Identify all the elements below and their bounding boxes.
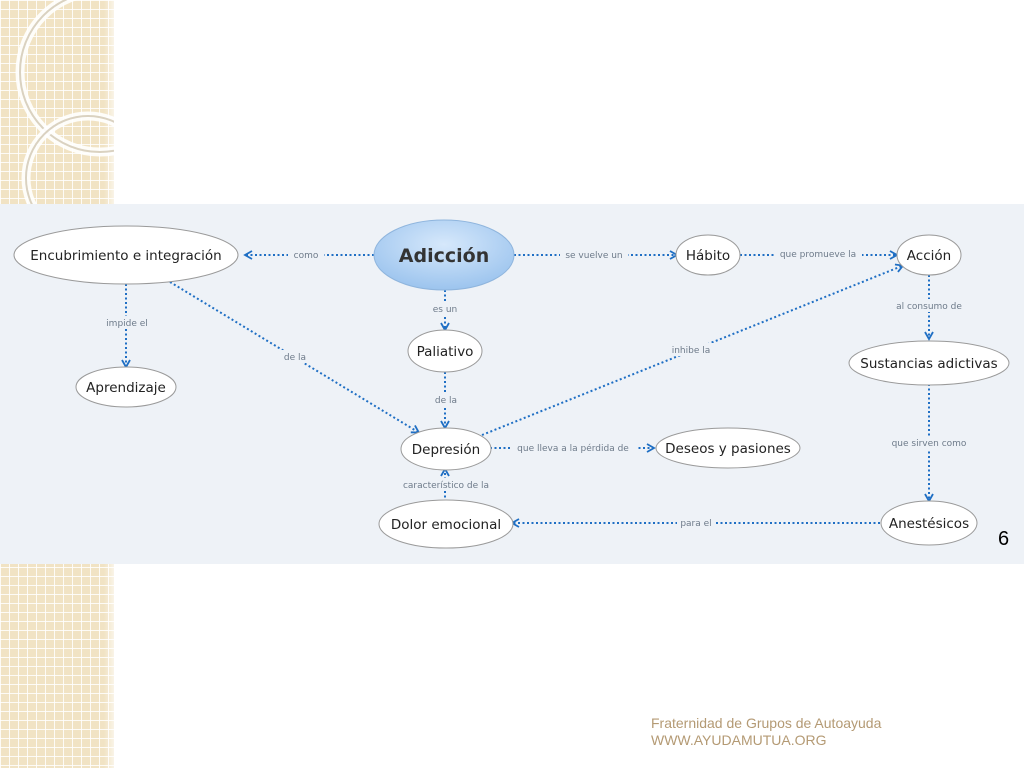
node-accion[interactable]: Acción <box>896 234 962 276</box>
footer: Fraternidad de Grupos de Autoayuda WWW.A… <box>651 715 881 749</box>
node-deseos-label: Deseos y pasiones <box>665 441 791 457</box>
link-label-es-un: es un <box>433 305 458 315</box>
node-encubrimiento[interactable]: Encubrimiento e integración <box>13 225 239 285</box>
link-label-de-la-2: de la <box>435 396 457 406</box>
node-adiccion[interactable]: Adicción <box>373 219 515 291</box>
link-label-para-el: para el <box>680 519 711 529</box>
node-adiccion-label: Adicción <box>399 245 489 267</box>
node-aprendizaje[interactable]: Aprendizaje <box>75 366 177 408</box>
link-label-al-consumo-de: al consumo de <box>896 302 962 312</box>
node-habito[interactable]: Hábito <box>675 234 741 276</box>
decorative-rings <box>15 0 114 210</box>
node-habito-label: Hábito <box>686 248 730 264</box>
link-label-que-sirven-como: que sirven como <box>892 439 967 449</box>
link-label-como: como <box>294 251 319 261</box>
node-anestesicos[interactable]: Anestésicos <box>880 500 978 546</box>
node-encubrimiento-label: Encubrimiento e integración <box>30 248 221 264</box>
link-label-caracteristico: característico de la <box>403 481 489 491</box>
node-deseos[interactable]: Deseos y pasiones <box>655 427 801 469</box>
node-sustancias[interactable]: Sustancias adictivas <box>848 340 1010 386</box>
link-label-que-promueve-la: que promueve la <box>780 250 856 260</box>
node-dolor[interactable]: Dolor emocional <box>378 499 514 549</box>
link-label-impide-el: impide el <box>106 319 148 329</box>
slide-page-number: 6 <box>998 528 1010 550</box>
node-depresion[interactable]: Depresión <box>400 427 492 471</box>
node-dolor-label: Dolor emocional <box>391 517 501 533</box>
node-accion-label: Acción <box>907 248 951 264</box>
node-paliativo[interactable]: Paliativo <box>407 329 483 373</box>
footer-website: WWW.AYUDAMUTUA.ORG <box>651 732 827 748</box>
link-label-inhibe-la: inhibe la <box>672 346 711 356</box>
link-label-de-la-1: de la <box>284 353 306 363</box>
footer-organization: Fraternidad de Grupos de Autoayuda <box>651 715 882 731</box>
node-sustancias-label: Sustancias adictivas <box>860 356 997 372</box>
concept-map-band: como se vuelve un que promueve la impide… <box>0 204 1024 564</box>
node-aprendizaje-label: Aprendizaje <box>86 380 166 396</box>
node-depresion-label: Depresión <box>412 442 480 458</box>
node-anestesicos-label: Anestésicos <box>889 516 969 532</box>
concept-map: como se vuelve un que promueve la impide… <box>13 219 1010 549</box>
link-label-que-lleva: que lleva a la pérdida de <box>517 443 629 454</box>
node-paliativo-label: Paliativo <box>417 344 474 360</box>
link-label-se-vuelve-un: se vuelve un <box>565 251 622 261</box>
